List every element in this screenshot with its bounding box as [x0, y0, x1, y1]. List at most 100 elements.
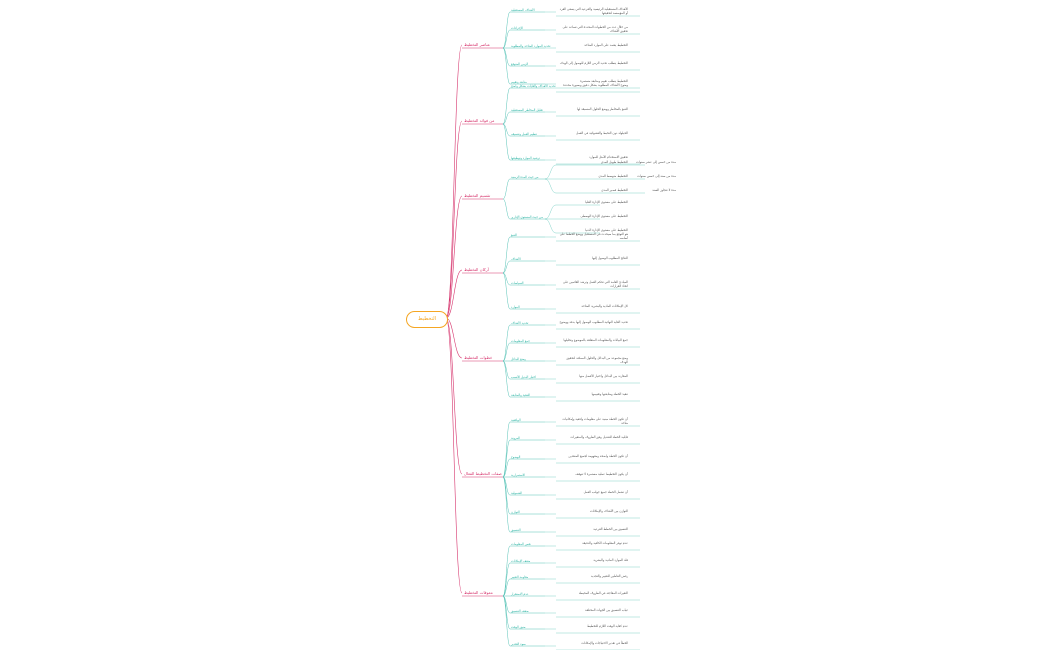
branch-5-sub-6[interactable]: التنسيق — [511, 528, 521, 532]
branch-6-sub-4[interactable]: ضعف التنسيق — [511, 609, 529, 613]
connector — [502, 421, 511, 478]
branch-0-sub-0-leaf: الأهداف المستقبلية الرئيسية والفرعية الت… — [559, 7, 628, 15]
branch-0-sub-4-leaf: التخطيط يتطلب تقييم ومتابعة مستمرة — [580, 79, 628, 83]
connector — [502, 476, 511, 515]
connector — [445, 120, 463, 319]
branch-0-sub-1[interactable]: الإجراءات — [511, 26, 523, 30]
connector — [502, 272, 511, 286]
branch-1-sub-0-leaf: وضوح الأهداف المطلوبة بشكل دقيق وبصورة م… — [563, 83, 628, 87]
branch-5-sub-2-leaf: أن تكون الخطة واضحة ومفهومة لجميع المنفذ… — [568, 454, 628, 458]
branch-0-sub-0[interactable]: الأهداف المستقبلية — [511, 8, 535, 12]
branch-6-sub-1-leaf: قلة الموارد المادية والبشرية — [593, 558, 628, 562]
branch-6-sub-3[interactable]: عدم الاستقرار — [511, 592, 529, 596]
branch-2-sub-1-leaf-2: التخطيط على مستوى الإدارة الدنيا — [585, 228, 628, 232]
branch-6[interactable]: معوقات التخطيط — [464, 590, 493, 595]
connector — [502, 272, 511, 310]
branch-3-sub-0[interactable]: التنبؤ — [511, 233, 518, 237]
branch-5-sub-1[interactable]: المرونة — [511, 436, 521, 440]
branch-3-sub-2[interactable]: السياسات — [511, 281, 524, 285]
branch-4-sub-1-leaf: جمع البيانات والمعلومات المتعلقة بالموضو… — [563, 338, 628, 342]
branch-5-sub-0[interactable]: الواقعية — [511, 418, 521, 422]
connector — [502, 476, 511, 496]
connector — [502, 111, 511, 125]
connector — [502, 545, 511, 597]
branch-4-sub-4[interactable]: التنفيذ والمتابعة — [511, 393, 531, 397]
branch-4[interactable]: خطوات التخطيط — [464, 355, 493, 360]
connector — [502, 123, 511, 137]
branch-5-sub-2[interactable]: الوضوح — [511, 455, 521, 459]
branch-6-sub-3-leaf: التغيرات المفاجئة في الظروف المحيطة — [578, 591, 628, 595]
connector — [502, 562, 511, 597]
branch-2-sub-1[interactable]: من حيث المستوى الإداري — [511, 215, 543, 219]
connector — [502, 29, 511, 49]
branch-0-sub-3[interactable]: الزمن المتوقع — [511, 62, 529, 66]
branch-1-sub-2[interactable]: تنظيم العمل وتنسيقه — [511, 132, 538, 136]
branch-2[interactable]: تقسيم التخطيط — [464, 193, 491, 198]
branch-4-sub-3-leaf: المقارنة بين البدائل واختيار الأفضل منها — [579, 374, 628, 378]
root-node[interactable]: التخطيط — [406, 311, 448, 328]
branch-6-sub-6[interactable]: سوء التقدير — [511, 642, 526, 646]
branch-3-sub-3-leaf: كل الإمكانات المادية والبشرية المتاحة — [581, 304, 628, 308]
branch-5-sub-0-leaf: أن تكون الخطة مبنية على معلومات واقعية و… — [562, 417, 628, 425]
branch-0[interactable]: عناصر التخطيط — [464, 42, 491, 47]
connector — [502, 47, 511, 67]
branch-1-sub-3-leaf: تحقيق الاستخدام الأمثل للموارد — [589, 155, 628, 159]
connector — [544, 178, 557, 194]
connector — [502, 342, 511, 362]
branch-1-sub-1-leaf: التنبؤ بالمخاطر ووضع الحلول المسبقة لها — [577, 107, 628, 111]
branch-5-sub-3-leaf: أن يكون التخطيط عملية مستمرة لا تتوقف — [575, 472, 628, 476]
branch-6-sub-5[interactable]: ضيق الوقت — [511, 625, 526, 629]
branch-4-sub-1[interactable]: جمع المعلومات — [511, 339, 530, 343]
branch-5-sub-4[interactable]: الشمولية — [511, 491, 523, 495]
connector — [502, 595, 511, 647]
branch-0-sub-1-leaf: من خلال عدد من الخطوات المحددة التي تساع… — [562, 25, 628, 33]
branch-6-sub-2[interactable]: مقاومة التغيير — [511, 575, 529, 579]
connector — [502, 439, 511, 478]
branch-0-sub-4[interactable]: متابعة وتقييم — [511, 80, 527, 84]
connector — [502, 87, 511, 125]
branch-3-sub-3[interactable]: الموارد — [511, 305, 520, 309]
connector — [502, 324, 511, 362]
branch-2-sub-0[interactable]: من حيث المدة الزمنية — [511, 175, 539, 179]
branch-1[interactable]: من فوائد التخطيط — [464, 118, 495, 123]
branch-6-sub-1[interactable]: ضعف الإمكانات — [511, 559, 531, 563]
branch-3-sub-0-leaf: هو التوقع بما سيحدث في المستقبل ووضع الخ… — [559, 232, 628, 240]
branch-3-sub-2-leaf: المبادئ العامة التي تحكم العمل وترشد الق… — [562, 280, 628, 288]
branch-4-sub-3[interactable]: اختيار البديل الأنسب — [511, 375, 537, 379]
branch-4-sub-2-leaf: وضع مجموعة من البدائل والحلول الممكنة لت… — [566, 356, 628, 364]
branch-5-sub-4-leaf: أن تشمل الخطة جميع جوانب العمل — [583, 490, 628, 494]
branch-5-sub-3[interactable]: الاستمرارية — [511, 473, 526, 477]
branch-6-sub-0-leaf: عدم توفر المعلومات الكافية والدقيقة — [582, 541, 628, 545]
branch-2-sub-0-note-2: مدة لا تتجاوز السنة — [652, 188, 676, 192]
branch-2-sub-0-leaf-0: التخطيط طويل المدى — [600, 160, 628, 164]
connector — [445, 195, 463, 319]
branch-5-sub-5[interactable]: التوازن — [511, 510, 520, 514]
branch-3-sub-1-leaf: النتائج المطلوب الوصول إليها — [592, 256, 628, 260]
branch-3[interactable]: أركان التخطيط — [464, 267, 489, 272]
branch-0-sub-3-leaf: التخطيط يتطلب تحديد الزمن اللازم للوصول … — [559, 61, 628, 65]
branch-6-sub-4-leaf: غياب التنسيق بين الجهات المختلفة — [585, 608, 628, 612]
branch-1-sub-3[interactable]: ترشيد الموارد وتوظيفها — [511, 156, 540, 160]
connector — [502, 47, 511, 85]
branch-2-sub-0-leaf-2: التخطيط قصير المدى — [601, 188, 628, 192]
connector — [502, 595, 511, 614]
connector — [445, 317, 463, 475]
branch-4-sub-0[interactable]: تحديد الأهداف — [511, 321, 529, 325]
branch-1-sub-0[interactable]: تحديد الأهداف والغايات بشكل واضح — [511, 84, 556, 88]
connector — [502, 198, 511, 220]
branch-4-sub-2[interactable]: وضع البدائل — [511, 357, 526, 361]
branch-6-sub-0[interactable]: نقص المعلومات — [511, 542, 531, 546]
branch-2-sub-1-leaf-1: التخطيط على مستوى الإدارة الوسطى — [580, 214, 629, 218]
branch-0-sub-2-leaf: التخطيط يعتمد على الموارد المتاحة — [584, 43, 628, 47]
branch-0-sub-2[interactable]: تحديد الموارد المتاحة والمطلوبة — [511, 44, 551, 48]
connector — [502, 260, 511, 274]
branch-5[interactable]: صفات التخطيط الفعال — [464, 471, 502, 476]
branch-4-sub-0-leaf: تحديد الغاية النهائية المطلوب الوصول إلي… — [559, 320, 629, 324]
branch-2-sub-0-leaf-1: التخطيط متوسط المدى — [598, 174, 628, 178]
branch-3-sub-1[interactable]: الأهداف — [511, 257, 521, 261]
connector — [502, 123, 511, 161]
branch-2-sub-1-leaf-0: التخطيط على مستوى الإدارة العليا — [585, 200, 628, 204]
branch-1-sub-1[interactable]: تقليل المخاطر المستقبلية — [511, 108, 543, 112]
